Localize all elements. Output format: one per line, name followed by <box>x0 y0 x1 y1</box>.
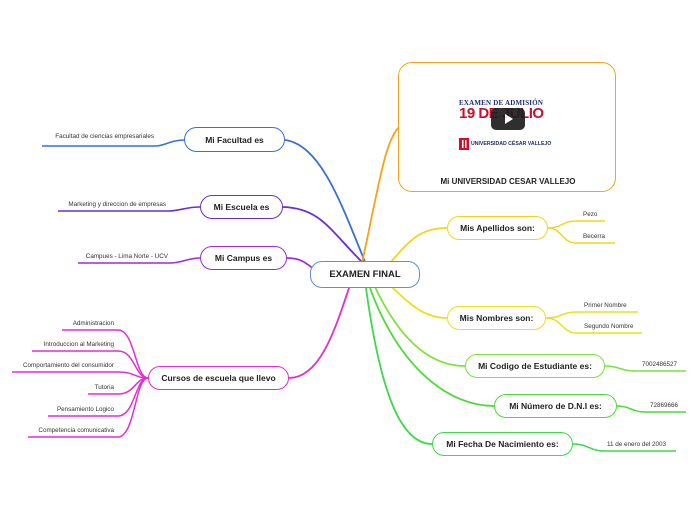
connector-cursos <box>288 284 351 379</box>
image-card-title: Mi UNIVERSIDAD CESAR VALLEJO <box>440 177 576 186</box>
leaf-nombres-1[interactable]: Primer Nombre <box>584 302 627 309</box>
leaf-line-fecha <box>572 443 676 452</box>
leaf-apellidos-2[interactable]: Becerra <box>583 233 606 240</box>
connector-dni <box>369 287 495 407</box>
branch-nombres-label: Mis Nombres son: <box>459 313 534 323</box>
leaf-line-nombres-2 <box>545 317 642 334</box>
leaf-cursos-1[interactable]: Administracion <box>72 320 114 327</box>
leaf-apellidos-1[interactable]: Pezo <box>583 211 598 218</box>
leaf-cursos-2[interactable]: Introduccion al Marketing <box>43 341 114 348</box>
connector-fecha <box>365 287 433 445</box>
leaf-facultad[interactable]: Facultad de ciencias empresariales <box>55 133 154 140</box>
leaf-line-cursos-1 <box>62 329 149 379</box>
connector-codigo <box>374 286 466 367</box>
leaf-fecha[interactable]: 11 de enero del 2003 <box>607 441 667 448</box>
leaf-line-cursos-6 <box>28 377 149 438</box>
leaf-line-escuela <box>58 206 201 212</box>
branch-escuela[interactable]: Mi Escuela es <box>200 195 283 219</box>
play-icon[interactable] <box>491 108 525 130</box>
branch-fecha-label: Mi Fecha De Nacimiento es: <box>446 439 559 449</box>
branch-facultad[interactable]: Mi Facultad es <box>184 127 285 152</box>
leaf-codigo[interactable]: 7002486527 <box>642 361 678 368</box>
leaf-line-apellidos-2 <box>547 227 615 244</box>
ucv-brand-text: UNIVERSIDAD CÉSAR VALLEJO <box>471 141 552 147</box>
branch-codigo-label: Mi Codigo de Estudiante es: <box>478 361 592 371</box>
branch-facultad-label: Mi Facultad es <box>205 134 264 145</box>
connector-escuela <box>282 206 363 263</box>
leaf-cursos-5[interactable]: Pensamiento Logico <box>56 406 114 413</box>
leaf-campus[interactable]: Campues - Lima Norte - UCV <box>85 253 168 260</box>
leaf-cursos-4[interactable]: Tutoria <box>94 384 114 391</box>
central-topic-label: EXAMEN FINAL <box>329 269 401 280</box>
leaf-line-facultad <box>42 139 186 147</box>
branch-nombres[interactable]: Mis Nombres son: <box>447 306 546 330</box>
ucv-logo-icon <box>459 138 469 150</box>
leaf-line-nombres-1 <box>545 311 638 319</box>
thumbnail-heading: EXAMEN DE ADMISIÓN <box>459 99 544 107</box>
leaf-line-codigo <box>604 365 686 372</box>
branch-codigo[interactable]: Mi Codigo de Estudiante es: <box>465 354 605 378</box>
leaf-line-campus <box>78 257 201 264</box>
branch-campus-label: Mi Campus es <box>214 253 273 263</box>
leaf-cursos-3[interactable]: Comportamiento del consumidor <box>23 362 114 369</box>
branch-cursos[interactable]: Cursos de escuela que llevo <box>148 366 289 390</box>
leaf-dni[interactable]: 72869666 <box>650 402 679 409</box>
leaf-nombres-2[interactable]: Segundo Nombre <box>584 323 634 330</box>
leaf-line-dni <box>616 405 686 413</box>
leaf-line-cursos-3 <box>12 371 149 379</box>
leaf-line-apellidos-1 <box>547 220 605 229</box>
exam-video-thumbnail[interactable]: EXAMEN DE ADMISIÓN 19 DE JULIO UNIVERSID… <box>457 93 561 157</box>
leaf-cursos-6[interactable]: Competencia comunicativa <box>38 427 114 434</box>
branch-apellidos[interactable]: Mis Apellidos son: <box>447 216 548 240</box>
branch-cursos-label: Cursos de escuela que llevo <box>161 373 276 383</box>
branch-campus[interactable]: Mi Campus es <box>200 246 287 270</box>
connector-apellidos <box>389 227 448 264</box>
branch-dni-label: Mi Número de D.N.I es: <box>509 401 602 411</box>
central-topic[interactable]: EXAMEN FINAL <box>310 261 420 288</box>
image-card[interactable]: EXAMEN DE ADMISIÓN 19 DE JULIO UNIVERSID… <box>398 62 616 192</box>
branch-apellidos-label: Mis Apellidos son: <box>460 223 535 233</box>
connector-facultad <box>284 139 366 263</box>
connector-card <box>361 125 401 264</box>
connector-nombres <box>389 284 448 319</box>
branch-escuela-label: Mi Escuela es <box>213 202 270 212</box>
branch-fecha[interactable]: Mi Fecha De Nacimiento es: <box>432 432 573 456</box>
leaf-escuela[interactable]: Marketing y direccion de empresas <box>68 201 166 208</box>
branch-dni[interactable]: Mi Número de D.N.I es: <box>494 394 617 418</box>
